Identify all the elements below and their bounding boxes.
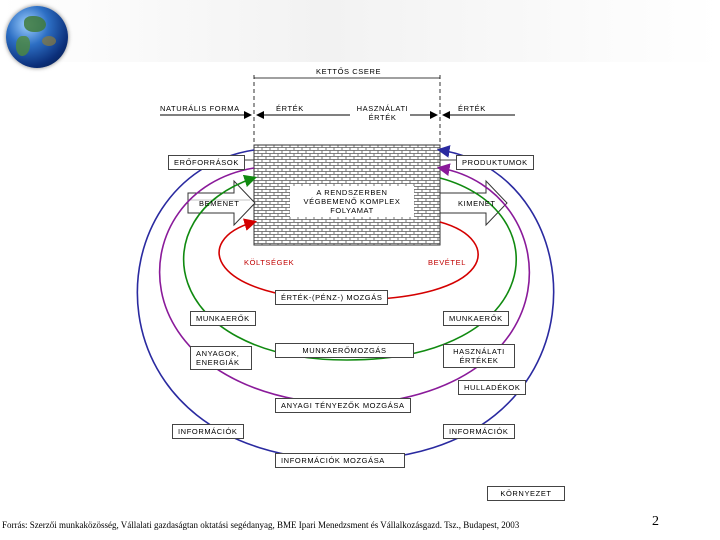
page-number: 2 (652, 514, 659, 529)
environment-box: KÖRNYEZET (487, 486, 565, 501)
input-arrow (187, 179, 256, 227)
core-line-2: VÉGBEMENŐ KOMPLEX (303, 197, 401, 206)
labor-loop (182, 174, 518, 361)
labor-left-box: MUNKAERŐK (190, 311, 256, 326)
labor-movement-box: MUNKAERŐMOZGÁS (275, 343, 414, 358)
materials-movement-box: ANYAGI TÉNYEZŐK MOZGÁSA (275, 398, 411, 413)
input-label: BEMENET (199, 199, 240, 208)
core-line-1: A RENDSZERBEN (316, 188, 388, 197)
globe-logo (6, 6, 68, 68)
use-value-label: HASZNÁLATI ÉRTÉK (356, 104, 409, 122)
information-right-box: INFORMÁCIÓK (443, 424, 515, 439)
core-line-3: FOLYAMAT (330, 206, 374, 215)
header-band (0, 0, 720, 62)
waste-box: HULLADÉKOK (458, 380, 527, 395)
money-movement-box: ÉRTÉK-(PÉNZ-) MOZGÁS (275, 290, 389, 305)
information-left-box: INFORMÁCIÓK (172, 424, 244, 439)
source-footer: Forrás: Szerzői munkaközösség, Vállalati… (2, 520, 520, 530)
products-box: PRODUKTUMOK (456, 155, 534, 170)
use-values-right-box: HASZNÁLATI ÉRTÉKEK (443, 344, 515, 368)
output-arrow (439, 179, 508, 227)
information-movement-box: INFORMÁCIÓK MOZGÁSA (275, 453, 405, 468)
core-process-box: A RENDSZERBEN VÉGBEMENŐ KOMPLEX FOLYAMAT (290, 186, 414, 217)
materials-left-box: ANYAGOK, ENERGIÁK (190, 346, 252, 370)
resources-box: ERŐFORRÁSOK (168, 155, 245, 170)
costs-label: KÖLTSÉGEK (244, 258, 295, 267)
labor-right-box: MUNKAERŐK (443, 311, 509, 326)
output-label: KIMENET (458, 199, 496, 208)
double-exchange-title: KETTŐS CSERE (316, 67, 382, 76)
value-left-label: ÉRTÉK (276, 104, 304, 113)
revenue-label: BEVÉTEL (428, 258, 466, 267)
natural-form-label: NATURÁLIS FORMA (160, 104, 240, 113)
value-right-label: ÉRTÉK (458, 104, 486, 113)
